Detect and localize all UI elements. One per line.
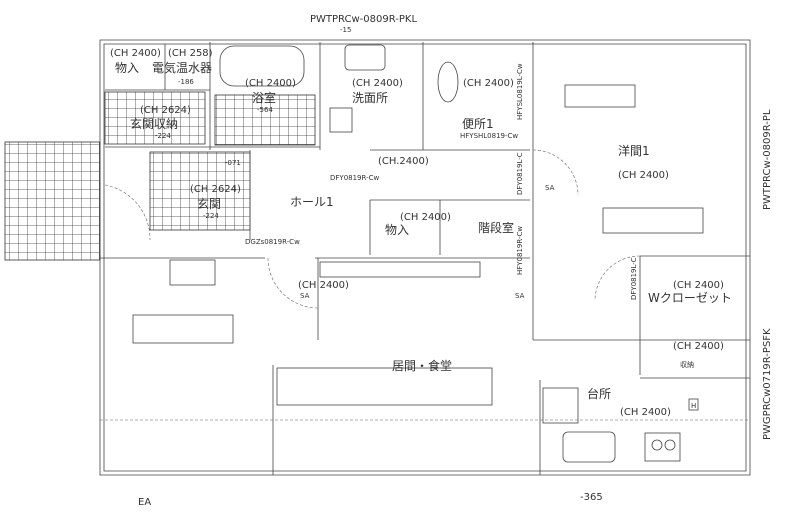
door-swing xyxy=(594,255,641,301)
room-ch: (CH 2400) xyxy=(618,170,669,181)
door-code: HFY0819R-Cw xyxy=(516,226,524,275)
room-name: 玄関 xyxy=(197,196,221,211)
room-ch: (CH.2400) xyxy=(378,156,429,167)
interior-walls xyxy=(100,42,750,475)
sa-mark: SA xyxy=(545,184,555,192)
yoma-window-box xyxy=(564,84,636,108)
h-mark-box xyxy=(688,398,699,411)
stove-icon xyxy=(644,432,681,462)
room-name: 洗面所 xyxy=(352,91,388,105)
room-name: 物入 xyxy=(115,61,139,75)
room-ch: (CH 258) xyxy=(168,48,213,59)
door-code: HFYSL0819L-Cw xyxy=(516,63,524,120)
entry-porch-tiles xyxy=(4,141,101,261)
sa-mark: SA xyxy=(300,292,310,300)
room-ch: (CH 2400) xyxy=(245,78,296,89)
room-level: -564 xyxy=(257,106,273,114)
bathtub-icon xyxy=(219,45,305,87)
room-ch: (CH 2400) xyxy=(673,341,724,352)
room-name: 物入 xyxy=(385,223,409,237)
room-name: 階段室 xyxy=(478,220,514,235)
room-ch: (CH 2400) xyxy=(673,280,724,291)
genkan-storage-tiles xyxy=(104,91,206,145)
room-level: -186 xyxy=(178,78,194,86)
ea-mark: EA xyxy=(138,497,151,508)
room-ch: (CH 2400) xyxy=(620,407,671,418)
fixtures xyxy=(100,44,750,463)
room-ch: (CH 2624) xyxy=(190,184,241,195)
door-swing xyxy=(532,149,579,196)
storage-shelf xyxy=(319,261,481,278)
door-code-right-lower: PWGPRCw0719R-PSFK xyxy=(762,328,773,440)
labels: PWTPRCw-0809R-PKL -15 (CH 2400) 物入 (CH 2… xyxy=(110,14,773,508)
toilet-icon xyxy=(437,61,459,103)
living-window-box xyxy=(132,314,234,344)
door-code: DFY0819R-Cw xyxy=(330,174,380,182)
room-name: 浴室 xyxy=(252,90,276,105)
room-ch: (CH 2400) xyxy=(110,48,161,59)
washer-icon xyxy=(329,107,353,133)
room-name: 玄関収納 xyxy=(130,116,178,131)
room-ch: (CH 2624) xyxy=(140,105,191,116)
door-code-right-upper: PWTPRCw-0809R-PL xyxy=(762,109,773,210)
room-name: ホール1 xyxy=(290,195,334,209)
room-name: 居間・食堂 xyxy=(392,358,452,373)
level-top: -15 xyxy=(340,26,351,34)
living-window-box-2 xyxy=(276,367,493,406)
h-mark: H xyxy=(691,402,696,410)
room-name: 台所 xyxy=(587,386,611,401)
room-ch: (CH 2400) xyxy=(298,280,349,291)
room-level: -224 xyxy=(155,132,171,140)
bath-floor-tiles xyxy=(214,94,316,146)
room-level: -224 xyxy=(203,212,219,220)
door-code: DGZs0819R-Cw xyxy=(245,238,300,246)
room-name: 洋間1 xyxy=(618,143,650,158)
room-ch: (CH 2400) xyxy=(463,78,514,89)
room-name: 便所1 xyxy=(462,117,494,131)
room-ch: (CH 2400) xyxy=(400,212,451,223)
fridge-icon xyxy=(542,387,579,424)
door-code: HFYSHL0819-Cw xyxy=(460,132,518,140)
room-ch: (CH 2400) xyxy=(352,78,403,89)
room-name: Wクローゼット xyxy=(648,291,732,305)
door-code: DFY0819L-C xyxy=(630,257,638,300)
sink-icon xyxy=(562,431,616,463)
level-mark: -071 xyxy=(225,159,241,167)
door-swing xyxy=(104,184,151,241)
living-box xyxy=(169,259,216,286)
sa-mark: SA xyxy=(515,292,525,300)
door-code: DFY0819L-C xyxy=(516,152,524,195)
room-level: -365 xyxy=(580,492,603,503)
yoma-window-box-2 xyxy=(602,207,704,234)
room-name: 電気温水器 xyxy=(152,60,212,75)
door-code-top: PWTPRCw-0809R-PKL xyxy=(310,14,417,25)
genkan-tiles xyxy=(149,151,251,231)
outer-walls xyxy=(99,39,751,476)
room-name: 収納 xyxy=(680,360,694,369)
wash-basin-icon xyxy=(344,44,386,71)
